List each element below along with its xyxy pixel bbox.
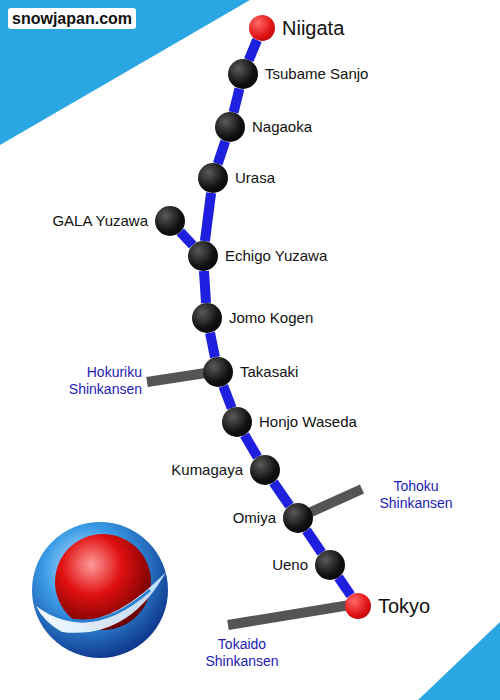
station-name: Niigata (282, 17, 344, 40)
shinkansen-route (180, 232, 192, 245)
station-dot: Tsubame Sanjo (228, 59, 258, 89)
shinkansen-route (306, 530, 321, 552)
station-dot: Urasa (198, 163, 228, 193)
station-name: Urasa (235, 169, 275, 186)
line-name: Tohoku Shinkansen (366, 478, 466, 512)
station-name: Honjo Waseda (259, 413, 357, 430)
station-name: Tokyo (378, 595, 430, 618)
station-dot: Echigo Yuzawa (188, 241, 218, 271)
station-name: Jomo Kogen (229, 309, 313, 326)
station-name: Echigo Yuzawa (225, 247, 327, 264)
station-name: Omiya (233, 509, 276, 526)
shinkansen-route (273, 482, 289, 505)
station-name: Takasaki (240, 363, 298, 380)
line-name: Hokuriku Shinkansen (48, 364, 142, 398)
station-dot: Kumagaya (250, 455, 280, 485)
shinkansen-route (223, 386, 231, 408)
station-name: Tsubame Sanjo (265, 65, 368, 82)
shinkansen-route (338, 577, 350, 595)
shinkansen-route (204, 271, 206, 303)
shinkansen-route (218, 141, 226, 164)
station-dot: GALA Yuzawa (155, 206, 185, 236)
station-dot: Omiya (283, 503, 313, 533)
corner-band (0, 0, 250, 145)
shinkansen-route (210, 333, 215, 358)
station-name: Nagaoka (252, 118, 312, 135)
corner-band (418, 622, 500, 700)
logo-swoosh (36, 572, 166, 633)
station-name: GALA Yuzawa (52, 212, 148, 229)
line-name: Tokaido Shinkansen (192, 636, 292, 670)
logo-core (55, 534, 151, 630)
logo-sphere (32, 522, 168, 658)
shinkansen-route (249, 40, 257, 60)
site-watermark: snowjapan.com (8, 8, 136, 29)
station-name: Ueno (272, 556, 308, 573)
logo-swoosh-edge (48, 590, 150, 621)
station-dot: Takasaki (203, 357, 233, 387)
shinkansen-route (234, 89, 240, 113)
station-dot: Honjo Waseda (222, 407, 252, 437)
logo (32, 522, 168, 658)
shinkansen-route (245, 435, 258, 457)
terminal-station: Niigata (249, 15, 275, 41)
station-dot: Ueno (315, 550, 345, 580)
station-dot: Jomo Kogen (192, 303, 222, 333)
terminal-station: Tokyo (345, 593, 371, 619)
station-name: Kumagaya (171, 461, 243, 478)
station-dot: Nagaoka (215, 112, 245, 142)
shinkansen-route (205, 193, 211, 241)
tokaido-line (228, 605, 350, 625)
